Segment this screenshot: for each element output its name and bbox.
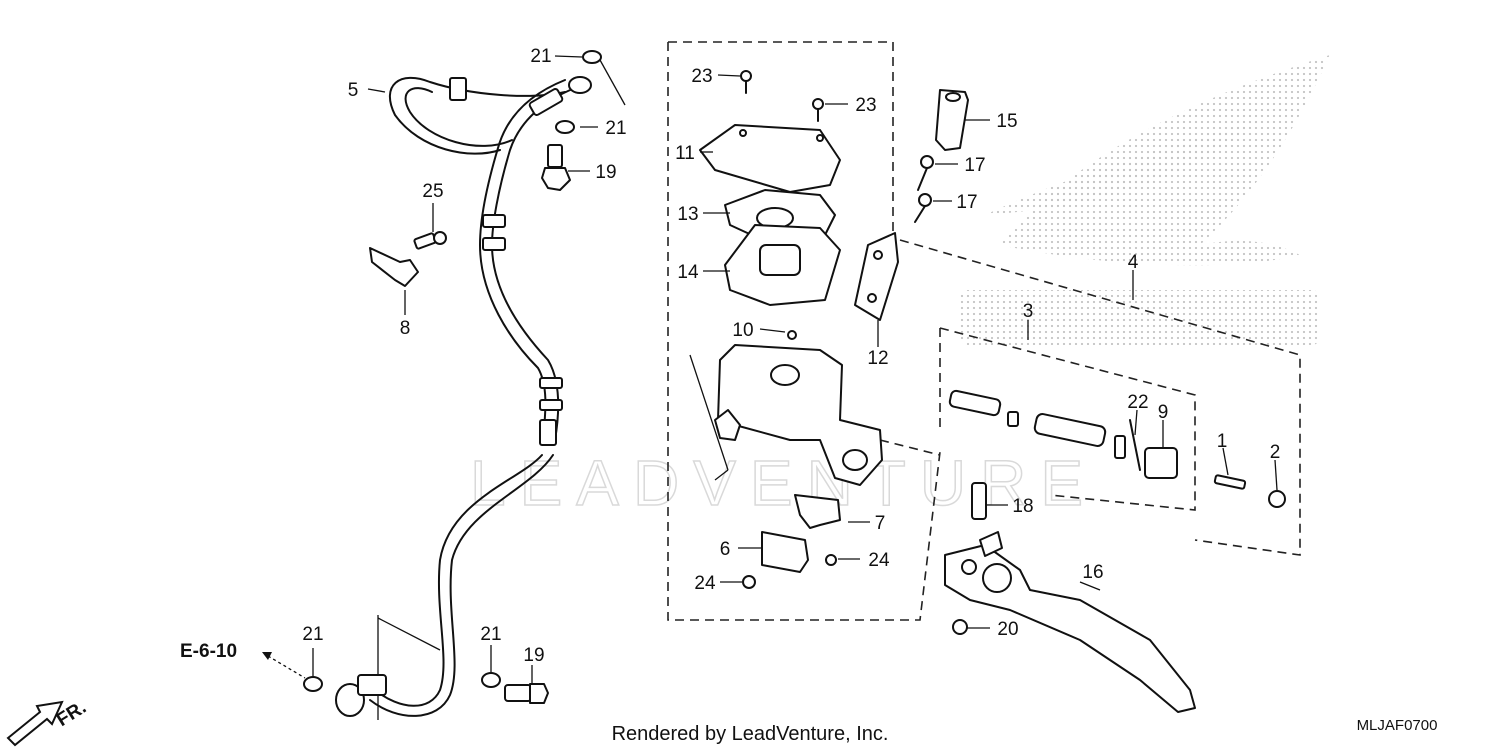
label-part-21a: 21 [530,46,551,67]
clutch-lever [944,482,1196,713]
label-part-2: 2 [1270,442,1281,463]
label-part-13: 13 [677,204,698,225]
label-part-1: 1 [1217,431,1228,452]
label-part-3: 3 [1023,301,1034,322]
watermark-text: LEADVENTURE [470,447,1097,519]
label-part-22: 22 [1127,392,1148,413]
section-reference: E-6-10 [180,641,237,662]
label-part-10: 10 [732,320,753,341]
label-part-23a: 23 [691,66,712,87]
label-part-25: 25 [422,181,443,202]
label-part-23b: 23 [855,95,876,116]
label-part-21c: 21 [302,624,323,645]
label-part-21d: 21 [480,624,501,645]
piston-set [948,389,1286,508]
label-part-16: 16 [1082,562,1103,583]
label-part-17a: 17 [964,155,985,176]
label-part-19b: 19 [523,645,544,666]
master-cylinder-assembly [699,70,883,486]
label-part-5: 5 [348,80,359,101]
label-part-6: 6 [720,539,731,560]
label-part-21b: 21 [605,118,626,139]
part-labels: 1 2 3 4 5 6 7 8 9 10 11 12 13 14 15 16 1… [302,46,1280,666]
label-part-14: 14 [677,262,699,283]
diagram-code: MLJAF0700 [1357,717,1438,734]
label-part-17b: 17 [956,192,977,213]
brand-logo-watermark [960,55,1330,345]
label-part-9: 9 [1158,402,1169,423]
label-part-8: 8 [400,318,411,339]
label-part-11: 11 [675,143,695,164]
brake-hose [335,76,592,717]
group-outlines [377,41,1301,720]
label-part-4: 4 [1128,252,1139,273]
label-part-24a: 24 [868,550,890,571]
label-part-19a: 19 [595,162,616,183]
reference-marks [6,652,306,747]
switch-plate [742,494,841,589]
label-part-18: 18 [1012,496,1033,517]
label-part-15: 15 [996,111,1017,132]
label-part-12: 12 [867,348,888,369]
label-part-24b: 24 [694,573,716,594]
footer-credit: Rendered by LeadVenture, Inc. [612,723,889,745]
leader-lines [312,55,1278,683]
small-fittings [303,50,602,704]
label-part-7: 7 [875,513,886,534]
clamp-holder [854,89,969,321]
label-part-20: 20 [997,619,1018,640]
